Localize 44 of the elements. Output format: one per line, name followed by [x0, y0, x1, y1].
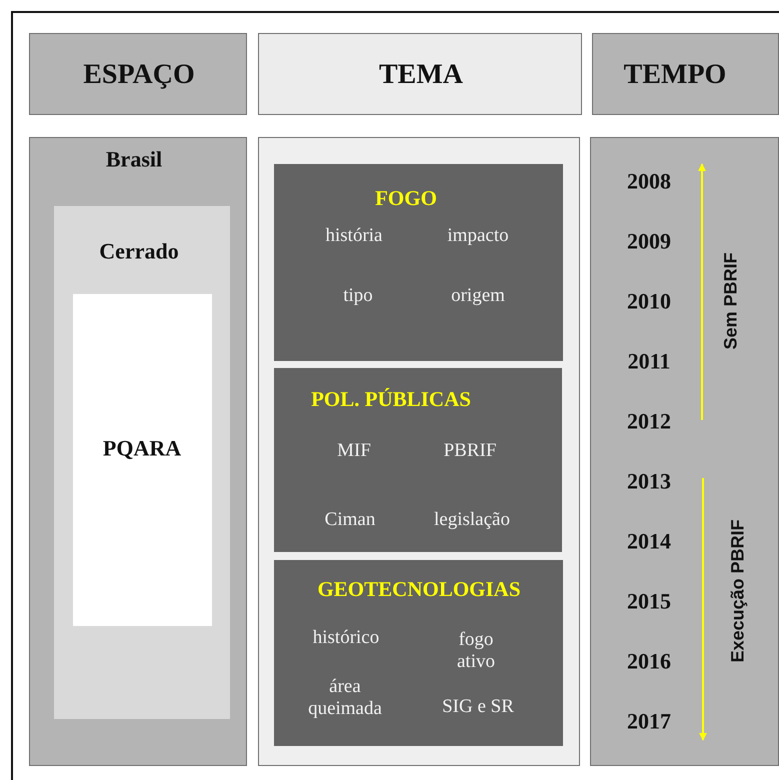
column-panel [590, 137, 779, 766]
column-header [258, 33, 582, 115]
year-label: 2014 [627, 528, 671, 554]
header-text: TEMA [379, 58, 463, 92]
topic-item: MIF [337, 440, 371, 462]
year-label: 2012 [627, 408, 671, 434]
topic-item: origem [451, 285, 505, 307]
region-label: Brasil [106, 146, 162, 172]
header-text: TEMPO [624, 58, 726, 92]
column-header [592, 33, 779, 115]
topic-title: GEOTECNOLOGIAS [317, 576, 521, 602]
topic-item: legislação [434, 509, 510, 531]
topic-item: história [326, 225, 382, 247]
topic-item: área queimada [307, 676, 383, 720]
topic-item: PBRIF [444, 440, 496, 462]
topic-title: POL. PÚBLICAS [311, 386, 471, 412]
topic-box [274, 368, 562, 552]
year-label: 2010 [627, 288, 671, 314]
topic-box [274, 560, 563, 746]
column-panel [258, 137, 580, 766]
topic-box [274, 164, 563, 361]
region-label: Cerrado [99, 238, 179, 264]
topic-item: tipo [343, 285, 373, 307]
topic-item: histórico [312, 627, 380, 649]
header-text: ESPAÇO [83, 58, 195, 92]
year-label: 2011 [628, 348, 670, 374]
region-label: PQARA [102, 435, 182, 461]
year-label: 2008 [627, 168, 671, 194]
year-label: 2013 [627, 468, 671, 494]
topic-item: impacto [447, 225, 509, 247]
period-label: Execução PBRIF [728, 519, 748, 663]
year-label: 2009 [627, 228, 671, 254]
topic-item: SIG e SR [442, 696, 514, 718]
column-panel [29, 137, 247, 766]
column-header [29, 33, 247, 115]
year-label: 2017 [627, 708, 671, 734]
topic-item: fogo ativo [456, 629, 496, 673]
topic-title: FOGO [375, 186, 437, 210]
year-label: 2015 [627, 588, 671, 614]
period-label: Sem PBRIF [720, 252, 742, 350]
region-box [54, 206, 230, 719]
year-label: 2016 [627, 648, 671, 674]
region-box [73, 294, 212, 626]
topic-item: Ciman [324, 509, 376, 531]
